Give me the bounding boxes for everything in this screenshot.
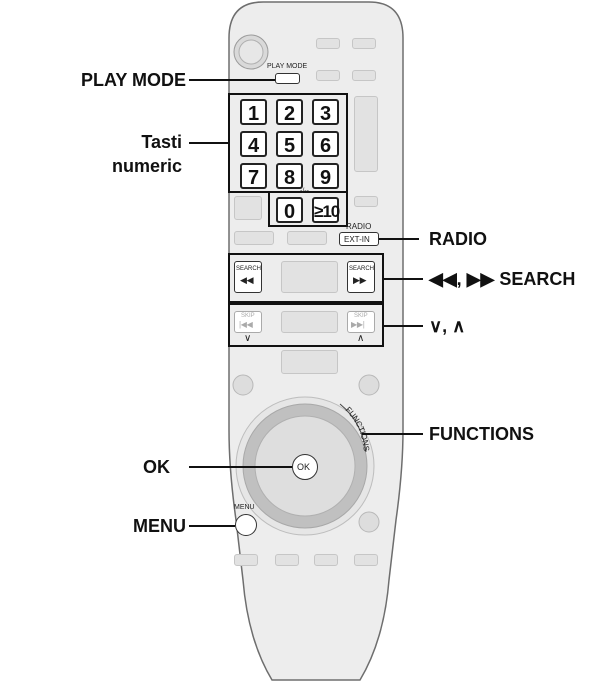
play-mode-key-label: PLAY MODE (267, 63, 308, 70)
skip-forward-icon: ▶▶| (351, 320, 365, 329)
bottom-button-2[interactable] (275, 554, 299, 566)
side-tall-button[interactable] (354, 96, 378, 172)
callout-play-mode: PLAY MODE (80, 70, 186, 90)
ok-leader (189, 466, 292, 468)
row-button-1[interactable] (234, 231, 274, 245)
digit-key-2[interactable]: 2 (276, 99, 303, 125)
dial-top-button[interactable] (281, 350, 338, 374)
search-middle-button[interactable] (281, 261, 338, 293)
callout-numeric-line1: Tasti (141, 132, 182, 152)
radio-leader (379, 238, 419, 240)
row-button-2[interactable] (287, 231, 327, 245)
skip-middle-button[interactable] (281, 311, 338, 333)
callout-functions: FUNCTIONS (429, 424, 534, 444)
play-mode-key[interactable] (275, 73, 300, 84)
callout-radio: RADIO (429, 229, 487, 249)
fast-forward-icon: ▶▶ (353, 275, 367, 285)
play-mode-leader (189, 79, 275, 81)
top-button-4[interactable] (352, 70, 376, 81)
search-back-label: SEARCH (236, 266, 262, 272)
bottom-button-4[interactable] (354, 554, 378, 566)
callout-menu: MENU (133, 516, 186, 536)
rewind-icon: ◀◀ (240, 275, 254, 285)
skip-forward-key[interactable] (347, 311, 375, 333)
skip-leader (384, 325, 423, 327)
numeric-leader (189, 142, 229, 144)
menu-leader (189, 525, 235, 527)
functions-leader (362, 433, 423, 435)
top-button-3[interactable] (316, 70, 340, 81)
skip-forward-label: SKIP (354, 313, 368, 319)
ge10-key[interactable]: ≥10 (312, 197, 340, 223)
skip-back-label: SKIP (241, 313, 255, 319)
callout-numeric-line2: numeric (111, 156, 182, 176)
search-leader (384, 278, 423, 280)
callout-ok: OK (143, 457, 170, 477)
digit-key-6[interactable]: 6 (312, 131, 339, 157)
search-back-key[interactable] (234, 261, 262, 293)
top-button-1[interactable] (316, 38, 340, 49)
callout-search: ◀◀, ▶▶ SEARCH (429, 269, 576, 289)
dash-slash-label: -/-- (300, 188, 309, 195)
digit-key-4[interactable]: 4 (240, 131, 267, 157)
search-forward-label: SEARCH (349, 266, 375, 272)
skip-back-key[interactable] (234, 311, 262, 333)
numeric-keypad-frame (228, 93, 348, 193)
bottom-button-3[interactable] (314, 554, 338, 566)
ext-in-label: EXT-IN (344, 235, 370, 244)
top-button-2[interactable] (352, 38, 376, 49)
numeric-keypad-lower-frame (268, 191, 348, 227)
ext-in-key[interactable] (339, 232, 379, 246)
digit-key-7[interactable]: 7 (240, 163, 267, 189)
search-keys-frame (228, 253, 384, 303)
radio-key-label: RADIO (346, 222, 372, 231)
left-gray-button[interactable] (234, 196, 262, 220)
menu-key[interactable] (235, 514, 257, 536)
menu-key-label: MENU (234, 504, 255, 511)
digit-key-9[interactable]: 9 (312, 163, 339, 189)
skip-down-icon: ∨ (244, 333, 252, 344)
ok-key[interactable] (292, 454, 318, 480)
side-small-button[interactable] (354, 196, 378, 207)
skip-back-icon: |◀◀ (239, 320, 253, 329)
digit-key-5[interactable]: 5 (276, 131, 303, 157)
callout-skip: ∨, ∧ (429, 316, 466, 336)
search-forward-key[interactable] (347, 261, 375, 293)
digit-key-3[interactable]: 3 (312, 99, 339, 125)
digit-key-0[interactable]: 0 (276, 197, 303, 223)
digit-key-8[interactable]: 8 (276, 163, 303, 189)
digit-key-1[interactable]: 1 (240, 99, 267, 125)
skip-up-icon: ∧ (357, 333, 365, 344)
ok-key-label: OK (297, 462, 311, 472)
skip-keys-frame (228, 303, 384, 347)
bottom-button-1[interactable] (234, 554, 258, 566)
